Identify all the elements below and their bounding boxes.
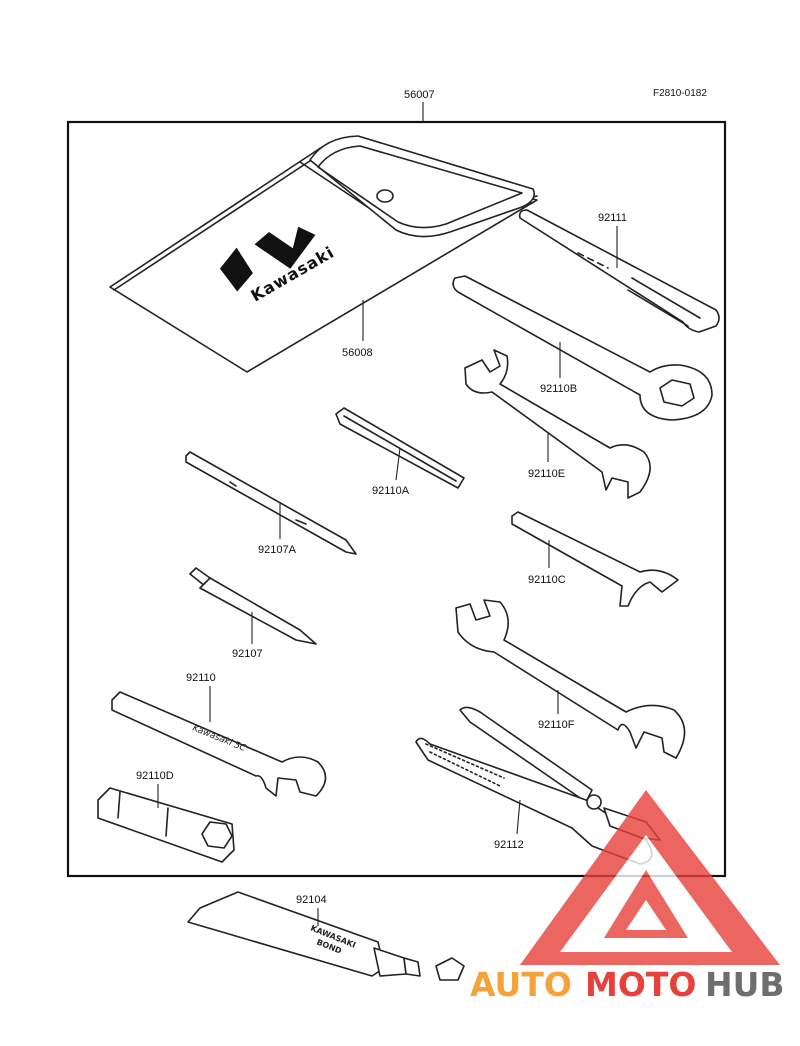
watermark-text-auto: AUTO: [470, 965, 572, 1004]
open-wrench-f: [455, 599, 686, 759]
label-tool-set: 56007: [404, 89, 435, 101]
label-hook-wrench: 92110C: [528, 574, 566, 586]
tool-case-pouch: Kawasaki: [109, 135, 538, 373]
tool-set-frame: [66, 120, 727, 878]
label-ring-wrench: 92110B: [540, 383, 577, 395]
label-pliers: 92112: [494, 839, 524, 851]
label-pin-wrench: 92110A: [372, 485, 410, 497]
hook-wrench: [511, 511, 679, 607]
label-open-wrench-f: 92110F: [538, 719, 575, 731]
bond-tube: KAWASAKI BOND: [187, 891, 465, 981]
open-wrench-e: [464, 349, 651, 499]
watermark-wordmark: AUTO MOTO HUB: [470, 965, 785, 1004]
watermark-logo: [520, 790, 780, 965]
label-handle: 92111: [598, 212, 627, 224]
handle-bar: [518, 209, 720, 333]
watermark-text-moto: MOTO: [585, 965, 696, 1004]
watermark-text-hub: HUB: [705, 965, 785, 1004]
label-screwdriver-a: 92107A: [258, 544, 297, 556]
label-bond-tube: 92104: [296, 894, 327, 906]
screwdriver-bit-a: [185, 451, 357, 555]
label-open-wrench: 92110: [186, 672, 216, 684]
label-screwdriver: 92107: [232, 648, 263, 660]
screwdriver-bit: [189, 567, 317, 645]
label-open-wrench-e: 92110E: [528, 468, 565, 480]
spark-plug-wrench: [97, 787, 235, 863]
figure-code: F2810-0182: [653, 88, 707, 99]
label-case: 56008: [342, 347, 373, 359]
label-plug-wrench: 92110D: [136, 770, 174, 782]
ring-wrench: [452, 275, 713, 421]
